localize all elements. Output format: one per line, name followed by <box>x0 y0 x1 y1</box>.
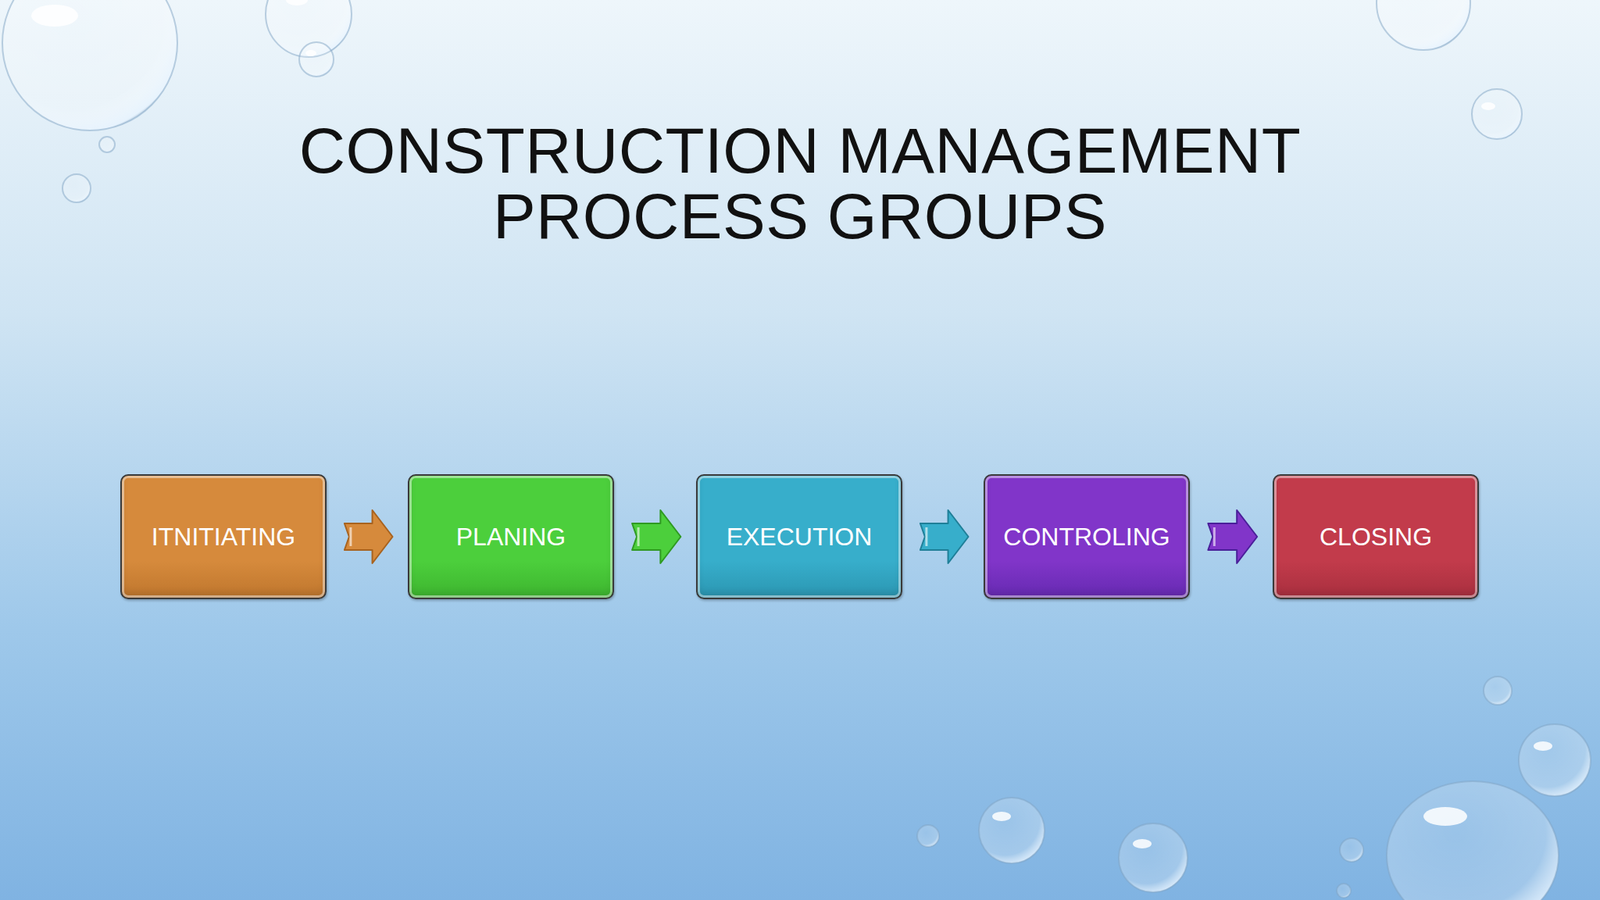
block-arrow <box>632 510 681 564</box>
arrow-highlight <box>925 527 928 547</box>
process-box: PLANING <box>407 474 615 600</box>
arrow-highlight <box>637 527 640 547</box>
process-box: ITNITIATING <box>120 474 327 600</box>
process-label: EXECUTION <box>726 522 873 552</box>
block-arrow <box>344 510 393 564</box>
arrow-highlight <box>1213 527 1216 547</box>
diagram-title: CONSTRUCTION MANAGEMENT PROCESS GROUPS <box>135 117 1465 250</box>
process-box: EXECUTION <box>696 474 903 600</box>
bubble-highlights <box>31 0 1553 849</box>
process-label: CONTROLING <box>1003 522 1170 552</box>
process-label: PLANING <box>456 522 566 552</box>
block-arrow <box>1207 510 1258 564</box>
process-label: ITNITIATING <box>151 522 296 552</box>
process-box: CLOSING <box>1272 474 1479 600</box>
block-arrow <box>920 510 969 564</box>
arrow-highlight <box>349 527 352 547</box>
process-label: CLOSING <box>1319 522 1433 552</box>
process-box: CONTROLING <box>983 474 1190 600</box>
title-block: CONSTRUCTION MANAGEMENT PROCESS GROUPS <box>0 117 1600 250</box>
